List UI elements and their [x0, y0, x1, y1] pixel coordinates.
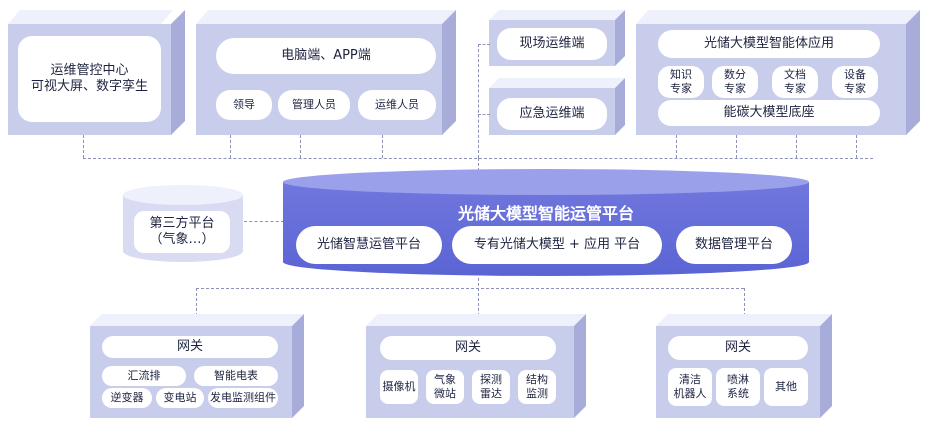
gateway-2-item-radar-l1: 探测 [480, 373, 502, 387]
ops-center-label: 运维管控中心 可视大屏、数字孪生 [18, 36, 161, 122]
expert-doc-l2: 专家 [784, 82, 806, 95]
expert-equip-l2: 专家 [844, 82, 866, 95]
field-ops-connector [478, 44, 479, 158]
gateway-box-1: 网关 汇流排 智能电表 逆变器 变电站 发电监测组件 [90, 314, 304, 418]
gateway-2-item-weather: 气象 微站 [426, 370, 464, 404]
gateway-3-item-sprinkler-l2: 系统 [727, 387, 749, 400]
bottom-connector-drop-right [744, 288, 745, 316]
bottom-connector-drop-mid [478, 278, 479, 316]
gateway-1-item-monitor: 发电监测组件 [208, 388, 278, 408]
gateway-2-item-structure: 结构 监测 [518, 370, 556, 404]
gateway-2-item-camera: 摄像机 [380, 370, 418, 404]
expert-data-analysis: 数分 专家 [712, 66, 758, 98]
platform-module-llm: 专有光储大模型 + 应用 平台 [452, 226, 662, 264]
third-party-label: 第三方平台 （气象…） [134, 211, 230, 253]
expert-doc-l1: 文档 [784, 68, 806, 82]
gateway-box-2: 网关 摄像机 气象 微站 探测 雷达 结构 监测 [366, 314, 586, 418]
gateway-3-item-robot: 清洁 机器人 [668, 368, 712, 406]
role-leader: 领导 [216, 90, 272, 120]
expert-knowledge-l2: 专家 [670, 82, 692, 95]
top-connector-drop-8 [856, 135, 857, 158]
gateway-3-item-sprinkler: 喷淋 系统 [716, 368, 760, 406]
agent-app-title: 光储大模型智能体应用 [658, 30, 880, 58]
platform-module-ops: 光储智慧运管平台 [296, 226, 442, 264]
gateway-2-title: 网关 [380, 336, 556, 360]
agent-app-box: 光储大模型智能体应用 知识 专家 数分 专家 文档 专家 设备 专家 能碳大模型… [636, 10, 920, 135]
gateway-3-item-other-l1: 其他 [775, 380, 797, 394]
gateway-2-item-structure-l1: 结构 [526, 373, 548, 387]
third-party-connector [244, 221, 284, 222]
role-operator: 运维人员 [358, 90, 436, 120]
gateway-1-item-substation: 变电站 [156, 388, 204, 408]
top-connector-drop-4 [382, 135, 383, 158]
expert-equipment: 设备 专家 [832, 66, 878, 98]
expert-knowledge-l1: 知识 [670, 68, 692, 82]
gateway-2-item-weather-l2: 微站 [434, 387, 456, 400]
top-connector-drop-7 [796, 135, 797, 158]
top-connector-drop-2 [230, 135, 231, 158]
expert-document: 文档 专家 [772, 66, 818, 98]
gateway-2-item-structure-l2: 监测 [526, 387, 548, 400]
role-manager: 管理人员 [278, 90, 350, 120]
gateway-box-3: 网关 清洁 机器人 喷淋 系统 其他 [656, 314, 832, 418]
ops-center-title: 运维管控中心 [50, 62, 129, 78]
emergency-ops-label: 应急运维端 [497, 98, 607, 130]
third-party-subtitle: （气象…） [149, 232, 215, 247]
field-ops-connector-h1 [478, 44, 490, 45]
gateway-3-item-robot-l2: 机器人 [673, 387, 707, 400]
third-party-title: 第三方平台 [149, 215, 215, 231]
field-ops-box: 现场运维端 [489, 10, 625, 66]
top-connector-drop-3 [300, 135, 301, 158]
field-ops-label: 现场运维端 [497, 28, 607, 60]
clients-title: 电脑端、APP端 [216, 38, 436, 74]
field-ops-connector-h2 [478, 114, 490, 115]
expert-data-l2: 专家 [724, 82, 746, 95]
gateway-1-title: 网关 [102, 336, 278, 358]
top-connector-drop-1 [83, 135, 84, 158]
platform-title: 光储大模型智能运管平台 [457, 204, 634, 223]
top-connector-drop-6 [736, 135, 737, 158]
emergency-ops-box: 应急运维端 [489, 78, 625, 135]
expert-equip-l1: 设备 [844, 68, 866, 82]
gateway-3-item-other: 其他 [764, 368, 808, 406]
gateway-1-item-smart-meter: 智能电表 [194, 366, 278, 386]
clients-box: 电脑端、APP端 领导 管理人员 运维人员 [196, 10, 456, 135]
energy-carbon-base: 能碳大模型底座 [658, 100, 880, 126]
ops-center-subtitle: 可视大屏、数字孪生 [30, 79, 148, 94]
bottom-connector-line [196, 288, 744, 289]
gateway-3-item-sprinkler-l1: 喷淋 [727, 373, 749, 387]
gateway-3-item-robot-l1: 清洁 [679, 373, 701, 387]
gateway-1-item-busbar: 汇流排 [102, 366, 186, 386]
gateway-1-item-inverter: 逆变器 [102, 388, 152, 408]
third-party-cylinder: 第三方平台 （气象…） [122, 185, 244, 263]
gateway-2-item-weather-l1: 气象 [434, 373, 456, 387]
gateway-2-item-radar-l2: 雷达 [480, 387, 502, 400]
ops-center-box: 运维管控中心 可视大屏、数字孪生 [8, 10, 185, 135]
platform-top-connector [478, 158, 479, 176]
gateway-3-title: 网关 [668, 336, 808, 360]
expert-data-l1: 数分 [724, 68, 746, 82]
expert-knowledge: 知识 专家 [658, 66, 704, 98]
platform-cylinder: 光储大模型智能运管平台 光储智慧运管平台 专有光储大模型 + 应用 平台 数据管… [282, 168, 810, 278]
top-connector-drop-5 [676, 135, 677, 158]
platform-module-data: 数据管理平台 [676, 226, 792, 264]
gateway-2-item-radar: 探测 雷达 [472, 370, 510, 404]
gateway-2-item-camera-l1: 摄像机 [382, 380, 416, 394]
bottom-connector-drop-left [196, 288, 197, 316]
